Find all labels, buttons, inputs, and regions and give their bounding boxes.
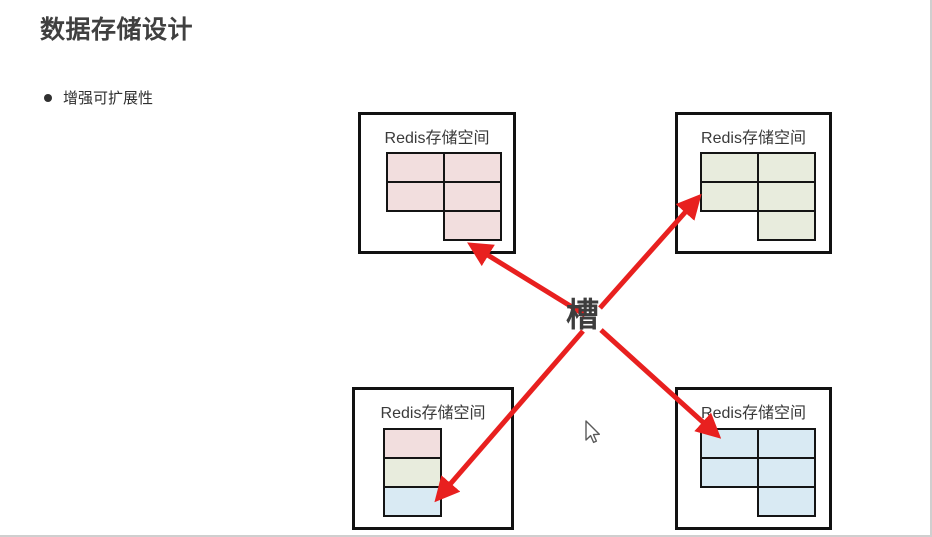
memory-cell (383, 457, 442, 488)
redis-node-bottom-left: Redis存储空间 (352, 387, 514, 530)
redis-node-top-left: Redis存储空间 (358, 112, 516, 254)
memory-cell (757, 428, 816, 459)
memory-cell-grid (700, 152, 816, 241)
memory-cell (383, 486, 442, 517)
memory-cell (443, 181, 502, 212)
memory-cell (757, 181, 816, 212)
redis-node-label: Redis存储空间 (701, 130, 806, 147)
redis-node-bottom-right: Redis存储空间 (675, 387, 832, 530)
memory-cell (383, 428, 442, 459)
canvas-bottom-edge (0, 535, 932, 537)
memory-cell-grid (383, 428, 443, 517)
memory-cell-grid (700, 428, 816, 517)
bullet-item-label: 增强可扩展性 (63, 90, 154, 107)
redis-node-top-right: Redis存储空间 (675, 112, 832, 254)
memory-cell (700, 428, 759, 459)
slot-center-label: 槽 (566, 296, 599, 333)
mouse-pointer-icon (585, 420, 600, 444)
memory-cell (757, 486, 816, 517)
page-title: 数据存储设计 (40, 16, 194, 44)
memory-cell-grid (386, 152, 502, 241)
memory-cell (700, 457, 759, 488)
memory-cell (700, 181, 759, 212)
memory-cell (757, 152, 816, 183)
redis-node-label: Redis存储空间 (384, 130, 490, 147)
memory-cell (700, 152, 759, 183)
memory-cell (386, 152, 445, 183)
memory-cell (757, 457, 816, 488)
redis-node-label: Redis存储空间 (380, 405, 486, 422)
memory-cell (443, 152, 502, 183)
redis-node-label: Redis存储空间 (701, 405, 806, 422)
memory-cell (443, 210, 502, 241)
canvas-right-edge (930, 0, 932, 537)
memory-cell (386, 181, 445, 212)
bullet-list-item: 增强可扩展性 (44, 87, 153, 108)
bullet-dot-icon (44, 93, 52, 102)
memory-cell (757, 210, 816, 241)
